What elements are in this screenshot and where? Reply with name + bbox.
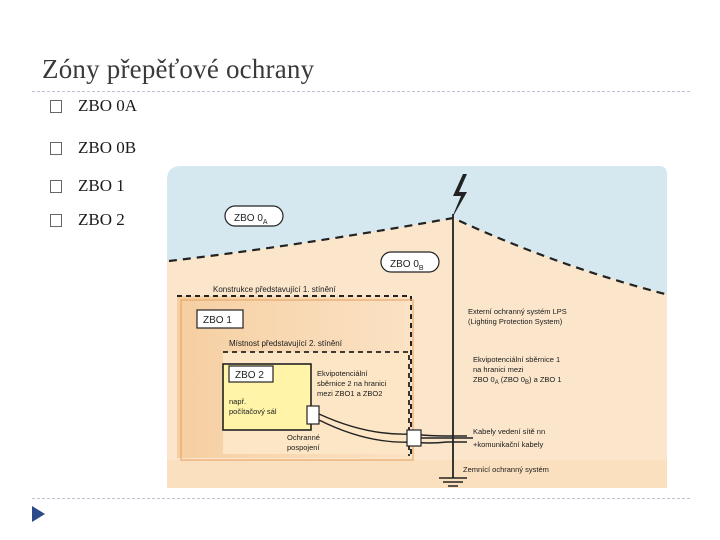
protection-zones-diagram: ZBO 0A ZBO 0B ZBO 1 ZBO 2 Konstrukce pře… [167, 166, 667, 488]
svg-text:např.počítačový sál: např.počítačový sál [229, 397, 277, 416]
device-label-line-2: počítačový sál [229, 407, 277, 416]
zone-1-frame [180, 299, 414, 461]
bus-2-label-line-2: sběrnice 2 na hranici [317, 379, 387, 388]
lps-label-line-2: (Lighting Protection System) [468, 317, 563, 326]
bus-2-bar [306, 405, 320, 425]
svg-text:Externí ochranný systém LPS(Li: Externí ochranný systém LPS(Lighting Pro… [468, 307, 567, 326]
zone-2-boundary [223, 351, 410, 456]
shield-1-label: Konstrukce představující 1. stínění [213, 285, 337, 294]
device-frame [222, 363, 312, 431]
bus-2-label-line-3: mezi ZBO1 a ZBO2 [317, 389, 382, 398]
title-divider [32, 91, 690, 92]
lps-label-line-1: Externí ochranný systém LPS [468, 307, 567, 316]
zone-0b-label-box [380, 251, 440, 273]
bus-2-label-line-1: Ekvipotenciální [317, 369, 368, 378]
bonding-label-line-2: pospojení [287, 443, 320, 452]
zone-0a-label-box [224, 205, 284, 227]
svg-text:Kabely vedení sítě nn+komunika: Kabely vedení sítě nn +komunikační kabely [473, 427, 545, 449]
next-slide-arrow-icon[interactable] [30, 505, 46, 528]
checkbox-icon [50, 142, 62, 155]
footer-divider [32, 498, 690, 499]
bullet-label: ZBO 1 [78, 176, 125, 195]
checkbox-icon [50, 100, 62, 113]
bus-1-label-line-3: ZBO 0A (ZBO 0B) a ZBO 1 [473, 375, 562, 386]
bullet-label: ZBO 2 [78, 210, 125, 229]
zone-0b-label: ZBO 0B [390, 259, 424, 272]
zone-1-label: ZBO 1 [203, 315, 232, 326]
ground-symbol-icon [439, 477, 467, 487]
ground-label: Zemnící ochranný systém [463, 465, 549, 474]
checkbox-icon [50, 214, 62, 227]
cables-label-line-2: +komunikační kabely [473, 440, 543, 449]
bullet-item-zbo-2: ZBO 2 [50, 210, 190, 232]
zone-1-label-box [196, 309, 244, 329]
bus-1-label-line-2: na hranici mezi [473, 365, 524, 374]
shield-2-label: Místnost představující 2. stínění [229, 339, 343, 348]
bullet-item-zbo-0b: ZBO 0B [50, 138, 190, 160]
zone-1-boundary [177, 295, 412, 458]
lightning-bolt-icon [451, 174, 467, 220]
svg-text:Ekvipotenciální sběrnice 1na h: Ekvipotenciální sběrnice 1na hranici mez… [473, 355, 562, 386]
zone-2-label: ZBO 2 [235, 370, 264, 381]
bullet-item-zbo-1: ZBO 1 [50, 176, 190, 198]
bullet-label: ZBO 0B [78, 138, 137, 157]
bus-1-label-line-1: Ekvipotenciální sběrnice 1 [473, 355, 560, 364]
slide-title: Zóny přepěťové ochrany [42, 54, 315, 84]
device-label-line-1: např. [229, 397, 246, 406]
bus-1-bar [406, 429, 422, 447]
ground-area [167, 460, 667, 488]
zone-2-label-box [228, 365, 274, 383]
bullet-label: ZBO 0A [78, 96, 138, 115]
checkbox-icon [50, 180, 62, 193]
bullet-item-zbo-0a: ZBO 0A [50, 96, 190, 118]
zone-0a-label: ZBO 0A [234, 213, 268, 226]
bonding-label-line-1: Ochranné [287, 433, 320, 442]
cables-label-line-1: Kabely vedení sítě nn [473, 427, 545, 436]
